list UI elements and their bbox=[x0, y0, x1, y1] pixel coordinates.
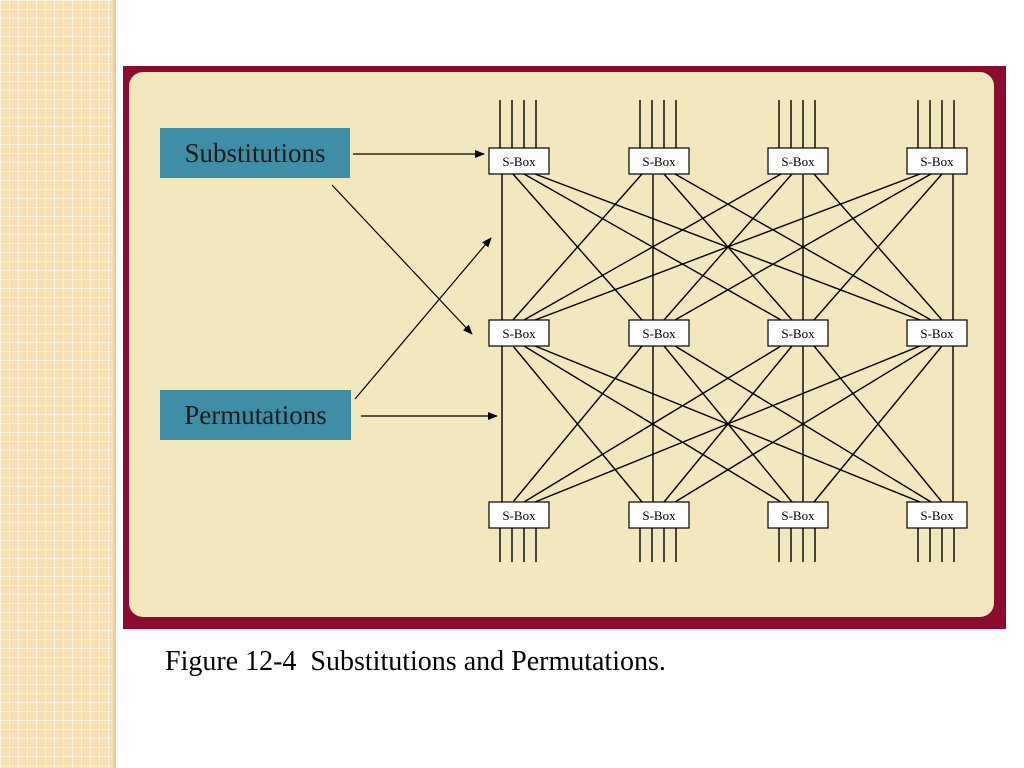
sbox-r2-c2: S-Box bbox=[767, 501, 829, 529]
perm-wire-l0-2-0 bbox=[523, 173, 782, 321]
sbox-label: S-Box bbox=[920, 154, 954, 169]
sbox-r1-c0: S-Box bbox=[488, 319, 550, 347]
sbox-r2-c0: S-Box bbox=[488, 501, 550, 529]
substitutions-label: Substitutions bbox=[184, 137, 326, 168]
sbox-rect bbox=[628, 147, 690, 175]
sbox-label: S-Box bbox=[920, 326, 954, 341]
substitutions-arrow-to-middle-sbox bbox=[331, 184, 473, 335]
decorative-grid-strip bbox=[0, 0, 113, 768]
sbox-r1-c1: S-Box bbox=[628, 319, 690, 347]
sbox-label: S-Box bbox=[642, 154, 676, 169]
sbox-rect bbox=[488, 501, 550, 529]
sbox-label: S-Box bbox=[502, 154, 536, 169]
perm-wire-l0-3-1 bbox=[674, 173, 932, 321]
sbox-r0-c2: S-Box bbox=[767, 147, 829, 175]
sbox-label: S-Box bbox=[642, 326, 676, 341]
sbox-r1-c2: S-Box bbox=[767, 319, 829, 347]
perm-wire-l1-3-1 bbox=[674, 345, 932, 503]
perm-wire-l1-1-0 bbox=[512, 345, 643, 503]
perm-wire-l0-1-0 bbox=[512, 173, 643, 321]
perm-wire-l0-3-0 bbox=[534, 173, 921, 321]
perm-wire-l0-3-2 bbox=[813, 173, 943, 321]
sbox-rect bbox=[628, 319, 690, 347]
sbox-r2-c1: S-Box bbox=[628, 501, 690, 529]
arrows-layer bbox=[331, 150, 498, 420]
sbox-r0-c0: S-Box bbox=[488, 147, 550, 175]
sbox-label: S-Box bbox=[781, 508, 815, 523]
sbox-label: S-Box bbox=[502, 326, 536, 341]
figure-caption: Figure 12-4 Substitutions and Permutatio… bbox=[165, 646, 666, 677]
sbox-rect bbox=[767, 501, 829, 529]
sbox-rect bbox=[906, 147, 968, 175]
sbox-rect bbox=[906, 501, 968, 529]
sbox-r2-c3: S-Box bbox=[906, 501, 968, 529]
sbox-rect bbox=[906, 319, 968, 347]
strip-edge bbox=[113, 0, 116, 768]
sbox-label: S-Box bbox=[781, 326, 815, 341]
sbox-r0-c1: S-Box bbox=[628, 147, 690, 175]
perm-wire-l1-3-2 bbox=[813, 345, 943, 503]
sbox-label: S-Box bbox=[781, 154, 815, 169]
sbox-rect bbox=[767, 147, 829, 175]
sbox-r1-c3: S-Box bbox=[906, 319, 968, 347]
sbox-label: S-Box bbox=[920, 508, 954, 523]
wires-layer bbox=[499, 100, 955, 562]
sbox-rect bbox=[628, 501, 690, 529]
permutations-arrow-up bbox=[354, 237, 492, 400]
sbox-label: S-Box bbox=[642, 508, 676, 523]
permutations-label-box: Permutations bbox=[160, 390, 351, 440]
perm-wire-l1-2-0 bbox=[523, 345, 782, 503]
permutations-label: Permutations bbox=[184, 399, 327, 430]
sbox-r0-c3: S-Box bbox=[906, 147, 968, 175]
sbox-rect bbox=[488, 319, 550, 347]
sbox-label: S-Box bbox=[502, 508, 536, 523]
perm-wire-l1-3-0 bbox=[534, 345, 921, 503]
sbox-rect bbox=[488, 147, 550, 175]
sbox-rect bbox=[767, 319, 829, 347]
substitutions-label-box: Substitutions bbox=[160, 128, 350, 178]
